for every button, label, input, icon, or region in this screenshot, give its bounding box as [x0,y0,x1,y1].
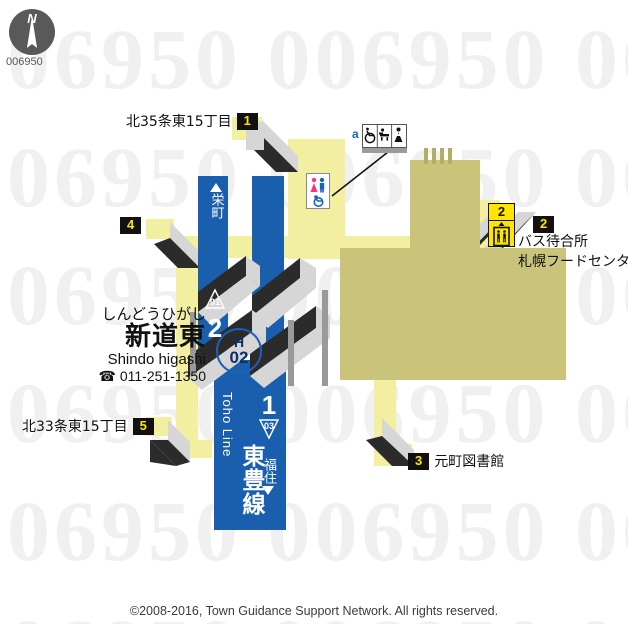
exit-4-stairs [154,222,200,268]
exit-1-stairs [246,120,298,172]
platform-1-marker: 1 03 [252,392,286,460]
bus-stop-label: バス待合所 札幌フードセンター [518,232,628,272]
platform1-direction-sign: 福住 [256,458,280,514]
platform-2-marker: 01 2 [198,288,232,356]
restroom-icon [310,177,325,207]
exit-label-north33: 北33条東15丁目 5 [22,416,154,436]
station-name-jp: 新道東 [124,322,206,352]
facility-icon-box[interactable] [362,124,407,148]
exit-label-4: 4 [120,217,142,234]
exit-number-badge-4[interactable]: 4 [120,217,142,234]
compass-north-icon: N [9,9,55,55]
restroom-icon-box[interactable] [306,173,330,209]
stretcher-icon [379,128,389,141]
line-name-jp: 東豊線 [238,444,264,516]
elevator-exit-number: 2 [489,204,514,221]
svg-text:01: 01 [210,297,220,307]
exit-label-text: 元町図書館 [434,454,505,470]
station-telephone: ☎ 011-251-1350 [98,368,206,384]
elevator-icon [493,222,510,247]
exit-label-text: 北35条東15丁目 [126,114,232,130]
exit-number-badge-2[interactable]: 2 [533,216,555,233]
station-code-number: 02 [229,348,249,367]
station-code-line: H [233,334,245,350]
platform1-arrow-icon: 03 [258,419,280,440]
down-triangle-icon [262,486,274,495]
platform-1-number: 1 [261,390,277,420]
platform2-direction-text: 栄町 [208,193,224,219]
copyright-footer: ©2008-2016, Town Guidance Support Networ… [129,604,499,618]
platform2-arrow-icon: 01 [204,288,226,309]
facility-group-letter: a [352,127,359,141]
line-name-en: Toho Line [220,392,235,458]
facility-icons [364,125,403,147]
facility-leader-line [331,151,389,197]
exit-5-stairs [150,420,190,466]
station-name-roman: Shindo higashi [107,351,206,368]
bus-waiting-area-text: バス待合所 [518,234,588,250]
exit-number-badge-5[interactable]: 5 [132,417,154,435]
exit-3-stairs [366,418,414,466]
line-name-sign: Toho Line 東豊線 [218,392,264,532]
exit-number-badge-1[interactable]: 1 [236,112,258,130]
station-code-badge: H 02 [216,328,262,374]
platform-edge-strips [190,236,340,386]
svg-text:N: N [27,11,37,26]
aed-icon [394,127,403,142]
platform2-direction-sign: 栄町 [203,178,228,248]
platform1-direction-text: 福住 [261,458,276,484]
elevator-exit2-badge[interactable]: 2 [488,203,515,247]
sapporo-food-center-text: 札幌フードセンター [518,254,628,270]
platform-2-number: 2 [207,313,223,343]
exit-label-library: 3 元町図書館 [408,451,504,471]
exit-label-text: 北33条東15丁目 [22,419,128,435]
wheelchair-icon [364,127,376,144]
exit-label-north35: 北35条東15丁目 1 [126,111,258,131]
exit-label-2: 2 [533,216,555,233]
station-name-block: しんどうひがし 新道東 Shindo higashi ☎ 011-251-135… [26,305,262,385]
map-id-label: 006950 [6,56,43,68]
station-kana: しんどうひがし [101,305,206,323]
exit-number-badge-3[interactable]: 3 [408,452,430,470]
concourse-block [340,148,566,380]
up-triangle-icon [209,183,222,192]
svg-text:03: 03 [264,421,274,431]
